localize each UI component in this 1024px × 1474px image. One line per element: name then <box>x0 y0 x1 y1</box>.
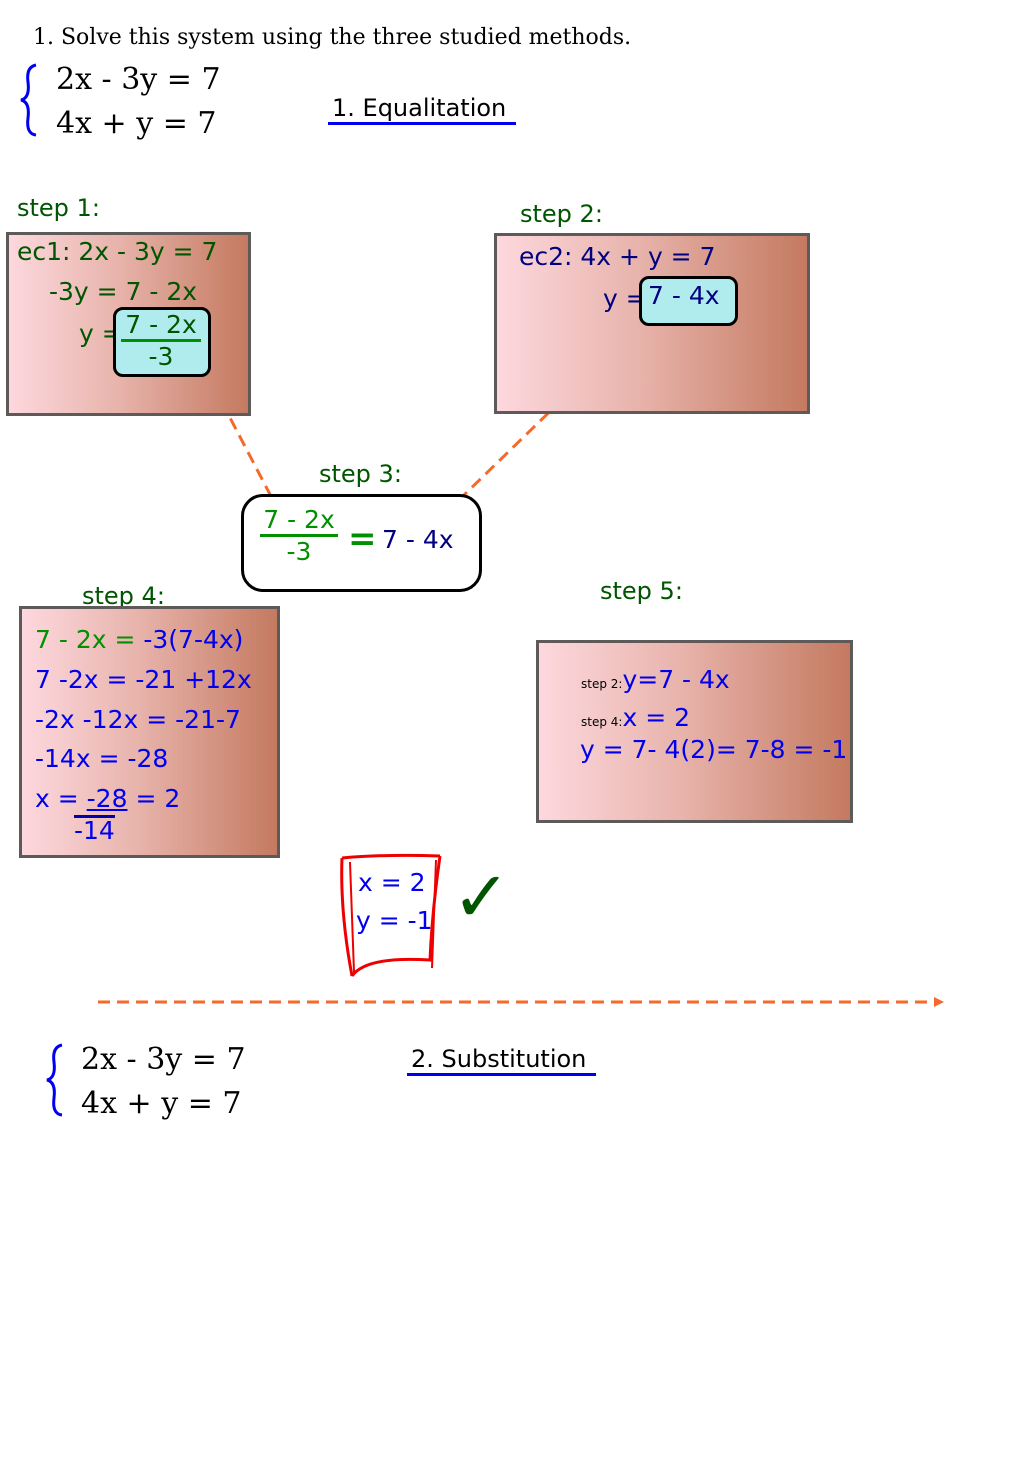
step-5-ref-step-4: step 4: <box>581 715 623 729</box>
answer-x: x = 2 <box>358 868 426 897</box>
step-4-denominator: -14 <box>74 815 115 845</box>
step-2-line-1: ec2: 4x + y = 7 <box>519 242 716 271</box>
checkmark-icon: ✓ <box>452 856 511 938</box>
step-4-line-1-right: -3(7-4x) <box>143 625 244 654</box>
brace-icon <box>20 63 37 137</box>
answer-scroll-outline <box>340 853 442 977</box>
step-1-box: ec1: 2x - 3y = 7 -3y = 7 - 2x y = 7 - 2x… <box>6 232 251 416</box>
method-2-heading: 2. Substitution <box>407 1045 597 1076</box>
step-3-denominator: -3 <box>286 537 312 566</box>
step-1-denominator: -3 <box>148 342 174 371</box>
equation-2: 4x + y = 7 <box>56 106 217 141</box>
step-1-numerator: 7 - 2x <box>125 310 197 339</box>
step-3-rhs: 7 - 4x <box>382 525 454 554</box>
step-4-box: 7 - 2x = -3(7-4x) 7 -2x = -21 +12x -2x -… <box>19 606 280 858</box>
equation-2-2: 4x + y = 7 <box>81 1086 242 1121</box>
step-1-line-2: -3y = 7 - 2x <box>49 277 198 306</box>
step-4-line-2: 7 -2x = -21 +12x <box>35 665 252 694</box>
problem-title: 1. Solve this system using the three stu… <box>33 25 632 50</box>
step-2-expression: 7 - 4x <box>648 281 720 310</box>
step-5-box: step 2:y=7 - 4x step 4:x = 2 y = 7- 4(2)… <box>536 640 853 823</box>
equation-2-1: 2x - 3y = 7 <box>81 1042 246 1077</box>
brace-icon-2 <box>46 1043 63 1117</box>
step-5-x-value: x = 2 <box>622 703 690 732</box>
method-1-heading: 1. Equalitation <box>328 94 517 125</box>
step-4-result: = 2 <box>135 784 181 813</box>
step-3-box: 7 - 2x -3 = 7 - 4x <box>241 494 482 592</box>
step-5-y-expression: y=7 - 4x <box>622 665 730 694</box>
step-4-numerator: -28 <box>86 784 128 813</box>
step-4-line-5: x = -28 = 2 <box>35 784 180 813</box>
step-4-line-4: -14x = -28 <box>35 744 169 773</box>
step-4-line-1-left: 7 - 2x = <box>35 625 136 654</box>
step-4-label: step 4: <box>82 582 165 610</box>
step-5-line-3: y = 7- 4(2)= 7-8 = -1 <box>580 735 848 764</box>
step-4-line-1: 7 - 2x = -3(7-4x) <box>35 625 243 654</box>
step-1-label: step 1: <box>17 194 100 222</box>
equation-1: 2x - 3y = 7 <box>56 62 221 97</box>
step-5-label: step 5: <box>600 577 683 605</box>
step-4-line-3: -2x -12x = -21-7 <box>35 705 241 734</box>
step-5-line-2: step 4:x = 2 <box>581 703 690 732</box>
step-1-result-highlight: 7 - 2x -3 <box>113 307 211 377</box>
step-4-x-equals: x = <box>35 784 79 813</box>
step-3-label: step 3: <box>319 460 402 488</box>
step-2-box: ec2: 4x + y = 7 y = 7 - 4x <box>494 233 810 414</box>
answer-y: y = -1 <box>356 906 433 935</box>
step-5-line-1: step 2:y=7 - 4x <box>581 665 730 694</box>
step-3-numerator: 7 - 2x <box>263 505 335 534</box>
step-3-equals: = <box>348 519 377 559</box>
step-1-line-1: ec1: 2x - 3y = 7 <box>17 237 218 266</box>
step-5-ref-step-2: step 2: <box>581 677 623 691</box>
step-2-label: step 2: <box>520 200 603 228</box>
step-2-result-highlight: 7 - 4x <box>639 276 738 326</box>
